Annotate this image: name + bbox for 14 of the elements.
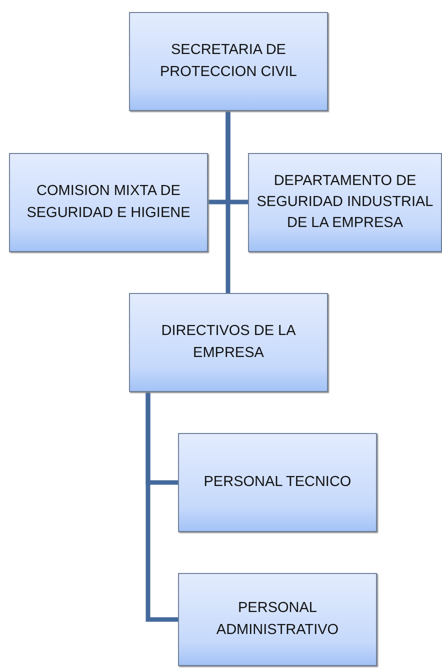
box-label: SECRETARIA DE PROTECCION CIVIL [159,41,298,82]
box-label: PERSONAL ADMINISTRATIVO [215,599,340,640]
box-label: DEPARTAMENTO DE SEGURIDAD INDUSTRIAL DE LA EMPRESA [256,172,434,233]
org-box [248,153,442,252]
org-box [178,433,377,532]
org-box [129,293,328,392]
box-label: PERSONAL TECNICO [204,472,352,492]
connector-line [226,111,230,293]
org-box [178,573,377,666]
org-box [129,12,328,111]
box-label: DIRECTIVOS DE LA EMPRESA [160,322,297,362]
connector-line [146,392,178,622]
box-label: COMISION MIXTA DE SEGURIDAD E HIGIENE [26,182,192,222]
org-box [9,153,208,252]
